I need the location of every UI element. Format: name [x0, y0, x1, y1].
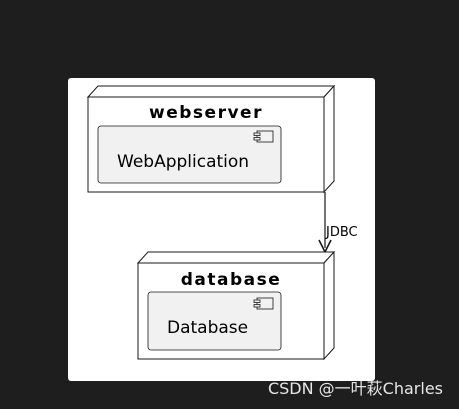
component-webapplication-box — [97, 125, 282, 184]
watermark: CSDN @一叶萩Charles — [267, 379, 443, 398]
edge-jdbc[interactable]: JDBC — [318, 192, 358, 254]
component-icon — [253, 130, 274, 143]
component-icon — [253, 297, 274, 310]
component-database-box — [147, 291, 282, 351]
component-database[interactable]: Database — [147, 291, 282, 351]
node-database-top-face — [136, 251, 336, 264]
node-database[interactable]: database Database — [136, 250, 336, 361]
node-webserver[interactable]: webserver WebApplication — [86, 84, 336, 194]
component-webapplication-label: WebApplication — [117, 152, 249, 172]
node-webserver-side-face — [323, 84, 335, 194]
component-webapplication[interactable]: WebApplication — [97, 125, 282, 184]
node-webserver-title: webserver — [149, 103, 263, 123]
node-database-title: database — [181, 270, 282, 290]
node-webserver-top-face — [86, 85, 336, 98]
edge-jdbc-label: JDBC — [325, 225, 358, 240]
node-database-side-face — [323, 250, 335, 361]
component-database-label: Database — [167, 318, 248, 338]
